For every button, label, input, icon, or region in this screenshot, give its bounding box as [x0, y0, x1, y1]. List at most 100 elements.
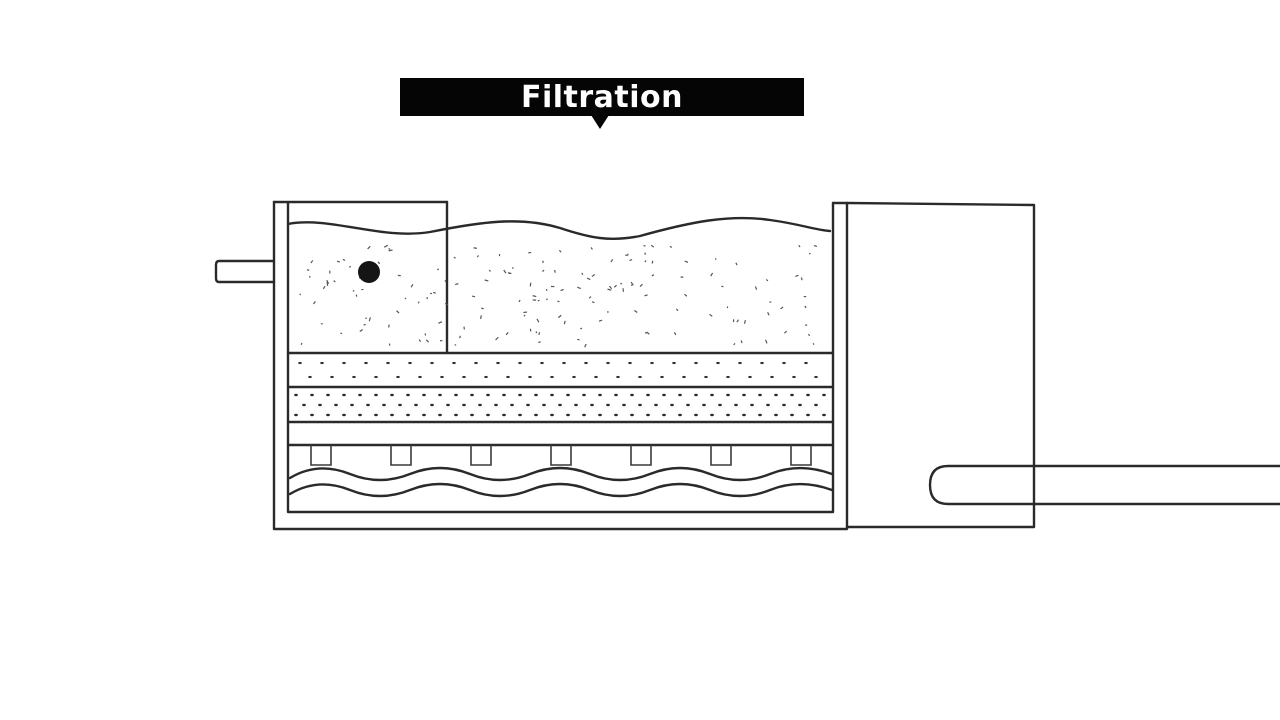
sand-grain	[616, 375, 620, 379]
particle-speck	[404, 297, 407, 300]
particle-speck	[590, 247, 593, 250]
gravel-stone	[478, 403, 482, 407]
underdrain-nozzle	[630, 444, 652, 466]
particle-speck	[743, 319, 746, 324]
particle-speck	[383, 244, 389, 248]
sand-grain	[364, 361, 368, 365]
particle-speck	[591, 274, 596, 277]
particle-speck	[620, 282, 623, 285]
title-label: Filtration	[400, 78, 804, 116]
sand-grain	[804, 361, 808, 365]
particle-speck	[629, 259, 633, 262]
gravel-stone	[686, 403, 690, 407]
gravel-stone	[702, 403, 706, 407]
particle-speck	[476, 255, 479, 258]
particle-speck	[714, 258, 717, 260]
gravel-stone	[622, 403, 626, 407]
gravel-stone	[822, 393, 826, 397]
gravel-stone	[774, 413, 778, 417]
gravel-stone	[758, 393, 762, 397]
particle-speck	[804, 305, 807, 309]
sand-grain	[770, 375, 774, 379]
particle-speck	[558, 249, 562, 253]
sand-grain	[738, 361, 742, 365]
gravel-stone	[798, 403, 802, 407]
particle-speck	[673, 331, 677, 336]
particle-speck	[577, 286, 581, 290]
sand-grain	[628, 361, 632, 365]
gravel-stone	[462, 403, 466, 407]
gravel-stone	[734, 403, 738, 407]
particle-speck	[651, 274, 655, 277]
tank-inner-wall	[286, 201, 835, 514]
particle-speck	[425, 339, 430, 343]
gravel-stone	[614, 413, 618, 417]
particle-speck	[769, 301, 772, 303]
gravel-stone	[294, 393, 298, 397]
gravel-stone	[662, 393, 666, 397]
gravel-stone	[446, 403, 450, 407]
gravel-stone	[774, 393, 778, 397]
gravel-stone	[486, 413, 490, 417]
gravel-stone	[518, 413, 522, 417]
particle-speck	[348, 265, 352, 268]
particle-speck	[355, 294, 358, 297]
particle-speck	[625, 254, 628, 257]
sand-grain	[606, 361, 610, 365]
particle-speck	[577, 338, 580, 341]
particle-speck	[735, 262, 738, 266]
particle-speck	[538, 332, 541, 335]
title-pointer	[591, 115, 609, 129]
gravel-stone	[438, 393, 442, 397]
gravel-stone	[326, 393, 330, 397]
particle-speck	[709, 313, 713, 317]
underdrain-nozzle	[310, 444, 332, 466]
particle-speck	[710, 272, 714, 277]
gravel-stone	[326, 413, 330, 417]
particle-speck	[607, 288, 612, 291]
particle-speck	[588, 296, 592, 299]
gravel-stone	[726, 393, 730, 397]
gravel-stone	[374, 393, 378, 397]
underdrain-nozzle	[550, 444, 572, 466]
gravel-stone	[366, 403, 370, 407]
gravel-stone	[494, 403, 498, 407]
particle-speck	[333, 280, 336, 283]
particle-speck	[455, 283, 459, 286]
sand-grain	[330, 375, 334, 379]
particle-speck	[634, 309, 638, 313]
gravel-stone	[310, 413, 314, 417]
gravel-stone	[350, 403, 354, 407]
gravel-stone	[710, 413, 714, 417]
gravel-stone	[566, 413, 570, 417]
sand-grain	[320, 361, 324, 365]
particle-speck	[484, 279, 489, 282]
sand-grain	[518, 361, 522, 365]
gravel-stone	[358, 393, 362, 397]
sand-grain	[594, 375, 598, 379]
gravel-stone	[742, 413, 746, 417]
particle-speck	[359, 329, 364, 332]
underdrain-nozzle	[470, 444, 492, 466]
gravel-stone	[342, 413, 346, 417]
gravel-stone	[542, 403, 546, 407]
gravel-stone	[382, 403, 386, 407]
gravel-stone	[758, 413, 762, 417]
particle-speck	[396, 310, 400, 314]
gravel-stone	[470, 393, 474, 397]
gravel-stone	[414, 403, 418, 407]
particle-speck	[613, 284, 617, 288]
particle-speck	[537, 299, 540, 302]
sand-grain	[584, 361, 588, 365]
particle-speck	[495, 336, 499, 341]
particle-speck	[765, 279, 769, 282]
particle-speck	[644, 260, 647, 263]
sand-layer	[298, 361, 818, 379]
particle-speck	[644, 294, 648, 297]
particle-speck	[813, 244, 818, 248]
sand-grain	[342, 361, 346, 365]
sand-grain	[506, 375, 510, 379]
particle-speck	[733, 343, 736, 346]
particle-speck	[310, 260, 314, 264]
water-surface	[286, 216, 832, 241]
